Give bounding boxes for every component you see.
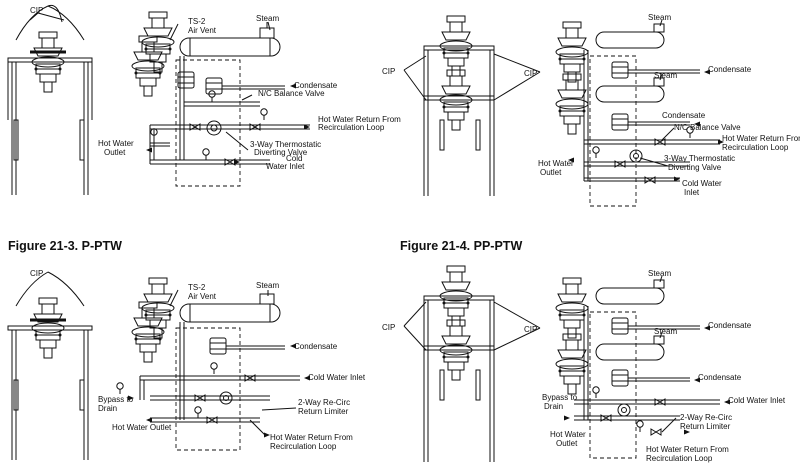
label-2way-br-2: Return Limiter [680, 422, 731, 431]
label-bypass-to-br: Bypass to [542, 393, 578, 402]
label-2way-br-1: 2-Way Re-Circ [680, 413, 732, 422]
figure-bottom-left [7, 271, 310, 460]
label-steam-br-1: Steam [648, 269, 671, 278]
label-air-vent-bl: Air Vent [188, 292, 217, 301]
label-3way-2: Diverting Valve [254, 148, 308, 157]
label-condensate-br-2: Condensate [698, 373, 742, 382]
caption-figure-21-4: Figure 21-4. PP-PTW [400, 239, 522, 253]
label-steam-tr-1: Steam [648, 13, 671, 22]
label-hot-water-return-br-2: Recirculation Loop [646, 454, 713, 463]
label-cip-tr-left: CIP [382, 67, 395, 76]
label-3way-1: 3-Way Thermostatic [250, 140, 321, 149]
label-hot-water-return-tr-2: Recirculation Loop [722, 143, 789, 152]
label-hot-water-return-2: Recirculation Loop [318, 123, 385, 132]
label-condensate-br-1: Condensate [708, 321, 752, 330]
label-hot-water-return-1: Hot Water Return From [318, 115, 401, 124]
label-outlet-tr: Outlet [540, 168, 562, 177]
label-inlet-tr: Inlet [684, 188, 700, 197]
label-condensate-tr-2: Condensate [662, 111, 706, 120]
label-cip-tr-right: CIP [524, 69, 537, 78]
label-steam-br-2: Steam [654, 327, 677, 336]
figure-bottom-right [403, 265, 730, 462]
label-cip-br-left: CIP [382, 323, 395, 332]
label-hot-water-return-tr-1: Hot Water Return From [722, 134, 800, 143]
label-condensate-bl: Condensate [294, 342, 338, 351]
label-condensate-tr-1: Condensate [708, 65, 752, 74]
label-air-vent: Air Vent [188, 26, 217, 35]
label-cip-br-right: CIP [524, 325, 537, 334]
label-ts2-bl: TS-2 [188, 283, 206, 292]
label-hot-water-outlet-bl: Hot Water Outlet [112, 423, 172, 432]
label-steam-tr-2: Steam [654, 71, 677, 80]
label-ts2: TS-2 [188, 17, 206, 26]
label-cip: CIP [30, 6, 43, 15]
label-steam: Steam [256, 14, 279, 23]
label-hot-water: Hot Water [98, 139, 134, 148]
label-hot-water-return-br-1: Hot Water Return From [646, 445, 729, 454]
figure-top-right [403, 15, 724, 207]
label-2way-bl-1: 2-Way Re-Circ [298, 398, 350, 407]
label-nc-balance-valve-tr: N/C Balance Valve [674, 123, 741, 132]
label-drain-bl: Drain [98, 404, 117, 413]
label-cold: Cold [286, 154, 302, 163]
label-steam-bl: Steam [256, 281, 279, 290]
label-hot-water-return-bl-1: Hot Water Return From [270, 433, 353, 442]
label-outlet-br: Outlet [556, 439, 578, 448]
label-nc-balance-valve: N/C Balance Valve [258, 89, 325, 98]
label-3way-tr-2: Diverting Valve [668, 163, 722, 172]
label-condensate: Condensate [294, 81, 338, 90]
caption-figure-21-3: Figure 21-3. P-PTW [8, 239, 122, 253]
label-3way-tr-1: 3-Way Thermostatic [664, 154, 735, 163]
label-outlet: Outlet [104, 148, 126, 157]
label-hot-water-tr: Hot Water [538, 159, 574, 168]
label-bypass-to-bl: Bypass to [98, 395, 134, 404]
label-cold-water-inlet-bl: Cold Water Inlet [308, 373, 366, 382]
label-drain-br: Drain [544, 402, 563, 411]
label-cold-water-tr: Cold Water [682, 179, 722, 188]
label-cip-bl: CIP [30, 269, 43, 278]
label-cold-water-inlet-br: Cold Water Inlet [728, 396, 786, 405]
figure-top-left [7, 4, 310, 195]
label-hot-water-br: Hot Water [550, 430, 586, 439]
label-hot-water-return-bl-2: Recirculation Loop [270, 442, 337, 451]
label-water-inlet: Water Inlet [266, 162, 305, 171]
label-2way-bl-2: Return Limiter [298, 407, 349, 416]
